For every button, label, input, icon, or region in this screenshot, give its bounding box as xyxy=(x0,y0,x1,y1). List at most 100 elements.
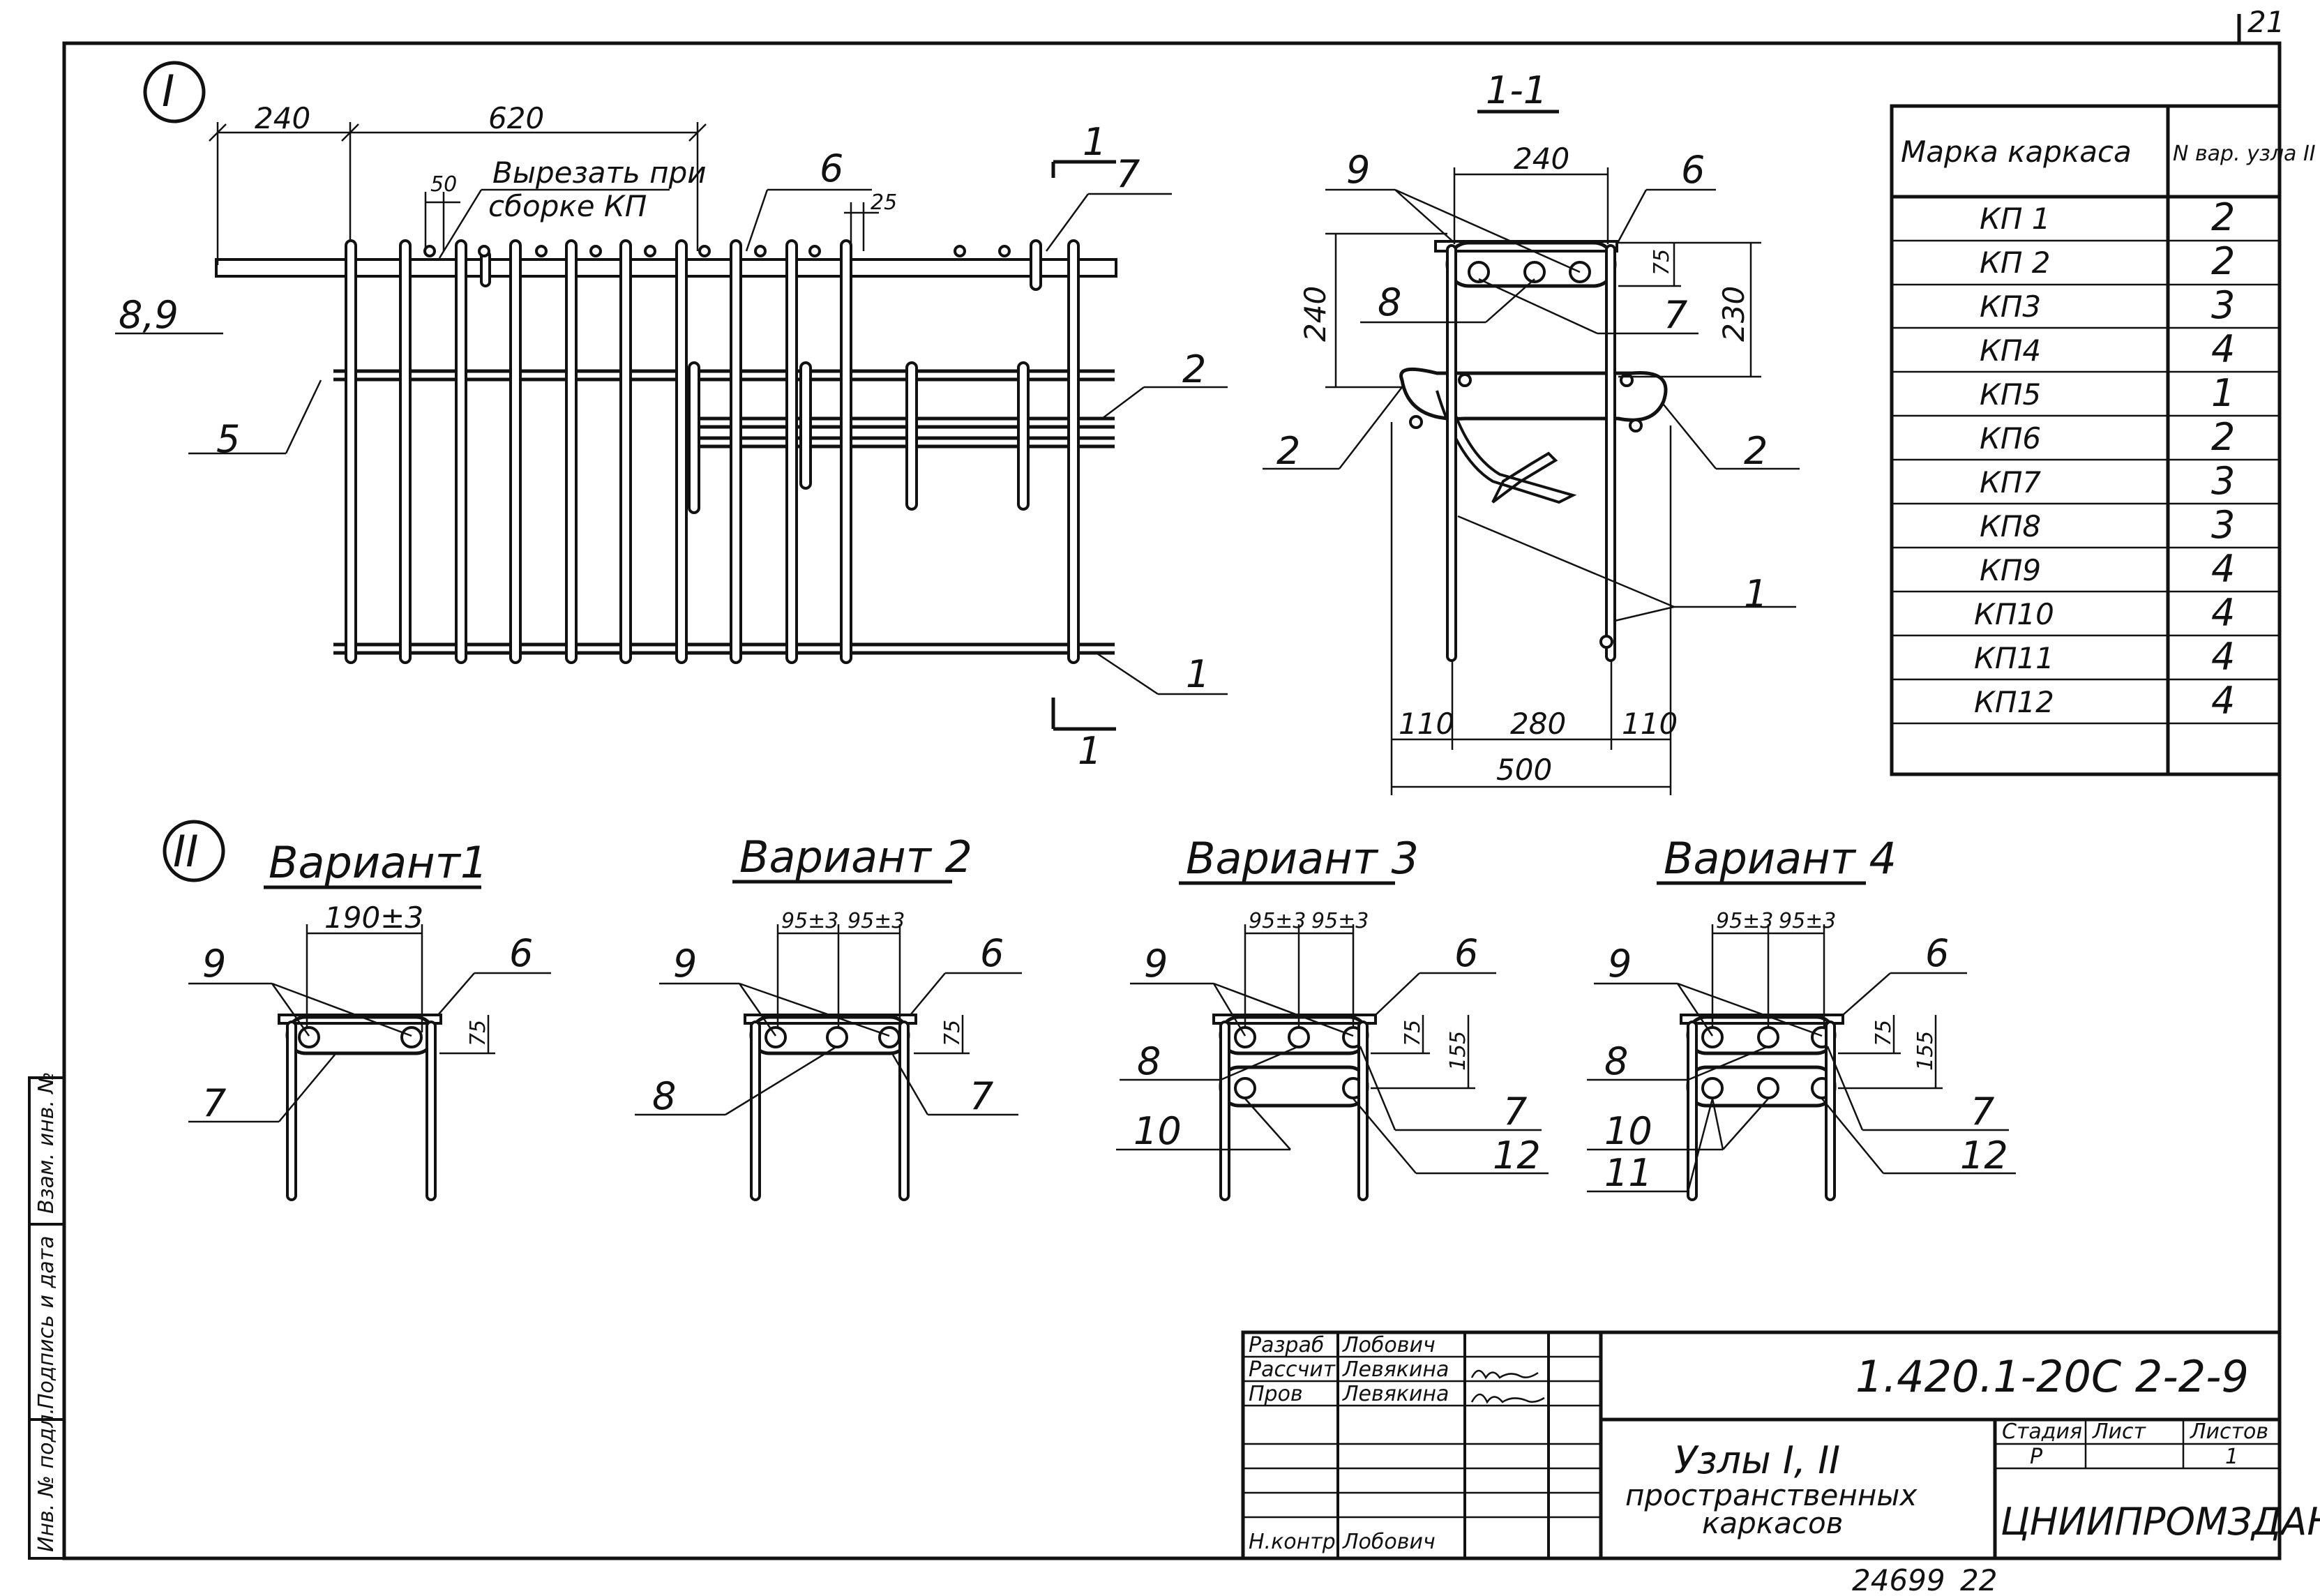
variant-2: Вариант 2 95±3 95±3 75 9 6 8 7 xyxy=(635,831,1022,1201)
node-I-marker: I xyxy=(162,66,174,116)
tb-role-3: Пров xyxy=(1249,1382,1303,1406)
v3-callout-7: 7 xyxy=(1503,1090,1527,1134)
sec-dim-230: 230 xyxy=(1717,286,1751,342)
table-cell-variant: 4 xyxy=(2211,679,2235,723)
v4-dim-75: 75 xyxy=(1871,1020,1896,1046)
table-rows: КП 1 2 КП 2 2 КП3 3 КП4 4 КП5 1 КП6 2 КП… xyxy=(1974,195,2235,723)
v3-callout-12: 12 xyxy=(1493,1134,1541,1177)
v3-dim-155: 155 xyxy=(1446,1031,1470,1071)
table-cell-variant: 2 xyxy=(2211,239,2235,283)
dim-25: 25 xyxy=(871,190,897,215)
tb-name-2: Левякина xyxy=(1342,1357,1449,1382)
tb-role-1: Разраб xyxy=(1249,1333,1324,1357)
sec-dim-500: 500 xyxy=(1496,753,1552,787)
sec-dim-75: 75 xyxy=(1650,249,1674,276)
v2-callout-7: 7 xyxy=(970,1074,993,1118)
table-cell-mark: КП3 xyxy=(1980,289,2041,324)
v1-callout-7: 7 xyxy=(202,1081,226,1125)
table-cell-mark: КП 1 xyxy=(1980,202,2050,236)
v4-dim-95-a: 95±3 xyxy=(1716,909,1773,933)
table-cell-variant: 4 xyxy=(2211,591,2235,635)
v4-callout-11: 11 xyxy=(1604,1151,1652,1195)
table-cell-variant: 2 xyxy=(2211,195,2235,239)
table-cell-variant: 3 xyxy=(2211,503,2235,547)
variant-2-title: Вариант 2 xyxy=(739,831,972,882)
tb-sheet-header: Лист xyxy=(2092,1420,2147,1444)
tb-title-2: пространственных xyxy=(1625,1478,1918,1512)
sec-callout-2-left: 2 xyxy=(1276,429,1300,473)
table-cell-mark: КП8 xyxy=(1980,509,2041,543)
tb-title-1: Узлы I, II xyxy=(1674,1438,1840,1482)
table-header-mark: Марка каркаса xyxy=(1901,135,2132,169)
table-cell-variant: 1 xyxy=(2211,371,2235,415)
archive-page: 22 xyxy=(1960,1563,1997,1596)
table-cell-mark: КП4 xyxy=(1980,333,2041,368)
table-cell-mark: КП9 xyxy=(1980,553,2041,587)
table-cell-mark: КП12 xyxy=(1974,685,2054,719)
v2-dim-95-a: 95±3 xyxy=(781,909,838,933)
node-I-view: I 240 620 50 25 Вырезать при сборке КП xyxy=(115,61,1228,773)
side-stamp-replace: Взам. инв. № xyxy=(34,1071,59,1214)
v3-callout-10: 10 xyxy=(1133,1109,1182,1153)
sec-dim-240-top: 240 xyxy=(1514,142,1569,176)
sec-callout-6: 6 xyxy=(1681,148,1705,192)
variant-1-title: Вариант1 xyxy=(269,837,488,888)
table-header-variant: N вар. узла II xyxy=(2173,142,2316,166)
sec-callout-2-right: 2 xyxy=(1744,429,1768,473)
table-cell-mark: КП11 xyxy=(1974,641,2054,675)
v4-callout-6: 6 xyxy=(1925,931,1949,975)
transverse-bars xyxy=(345,239,1080,664)
sec-callout-1: 1 xyxy=(1744,572,1768,616)
v4-dim-155: 155 xyxy=(1913,1031,1938,1071)
section-1-1-title: 1-1 xyxy=(1486,68,1547,112)
v2-callout-9: 9 xyxy=(673,942,697,986)
table-cell-mark: КП10 xyxy=(1974,597,2054,631)
callout-6: 6 xyxy=(820,146,843,190)
sec-dim-240-left: 240 xyxy=(1298,286,1332,342)
v4-callout-9: 9 xyxy=(1608,942,1632,986)
callout-5: 5 xyxy=(216,417,240,461)
sec-callout-9: 9 xyxy=(1346,148,1370,192)
table-cell-mark: КП6 xyxy=(1980,421,2041,456)
table-cell-mark: КП 2 xyxy=(1980,246,2050,280)
variant-1: Вариант1 190±3 75 9 6 7 xyxy=(188,837,551,1201)
tb-name-3: Левякина xyxy=(1342,1382,1449,1406)
tb-name-nkontr: Лобович xyxy=(1342,1530,1436,1554)
v1-dim-190: 190±3 xyxy=(324,901,423,935)
tb-sheets: 1 xyxy=(2225,1445,2238,1469)
dim-620: 620 xyxy=(488,101,544,135)
table-cell-mark: КП7 xyxy=(1980,465,2041,499)
sec-dim-110-left: 110 xyxy=(1399,707,1454,741)
table-cell-variant: 3 xyxy=(2211,459,2235,503)
cut-note-line1: Вырезать при xyxy=(492,156,707,190)
marks-table: Марка каркаса N вар. узла II КП 1 2 КП 2… xyxy=(1890,104,2316,776)
tb-title-3: каркасов xyxy=(1702,1506,1843,1540)
archive-number: 24699 xyxy=(1852,1563,1945,1596)
sec-dim-280: 280 xyxy=(1510,707,1566,741)
v3-dim-75: 75 xyxy=(1401,1020,1425,1046)
tb-stage-header: Стадия xyxy=(2002,1420,2082,1444)
table-cell-mark: КП5 xyxy=(1980,377,2041,412)
v2-dim-75: 75 xyxy=(940,1020,965,1046)
section-1-1: 1-1 240 240 230 xyxy=(1263,68,1800,795)
tb-code: 1.420.1-20С 2-2-9 xyxy=(1855,1351,2249,1402)
table-cell-variant: 2 xyxy=(2211,415,2235,459)
v3-callout-9: 9 xyxy=(1144,942,1168,986)
table-cell-variant: 4 xyxy=(2211,547,2235,591)
sec-dim-110-right: 110 xyxy=(1622,707,1678,741)
sec-callout-7: 7 xyxy=(1664,293,1687,337)
section-mark-bottom: 1 xyxy=(1078,729,1101,773)
tb-role-2: Рассчит xyxy=(1249,1357,1336,1382)
table-cell-variant: 4 xyxy=(2211,327,2235,371)
v3-dim-95-a: 95±3 xyxy=(1249,909,1306,933)
variant-4: Вариант 4 95±3 95±3 75 155 9 6 8 xyxy=(1587,833,2016,1201)
tb-sheets-header: Листов xyxy=(2190,1420,2268,1444)
v1-callout-9: 9 xyxy=(202,942,226,986)
dim-240: 240 xyxy=(255,101,310,135)
table-cell-variant: 3 xyxy=(2211,283,2235,327)
side-stamp: Инв. № подл. Подпись и дата Взам. инв. № xyxy=(28,1071,66,1560)
v3-callout-8: 8 xyxy=(1137,1039,1161,1083)
sec-callout-8: 8 xyxy=(1378,280,1401,324)
variant-4-title: Вариант 4 xyxy=(1664,833,1897,884)
